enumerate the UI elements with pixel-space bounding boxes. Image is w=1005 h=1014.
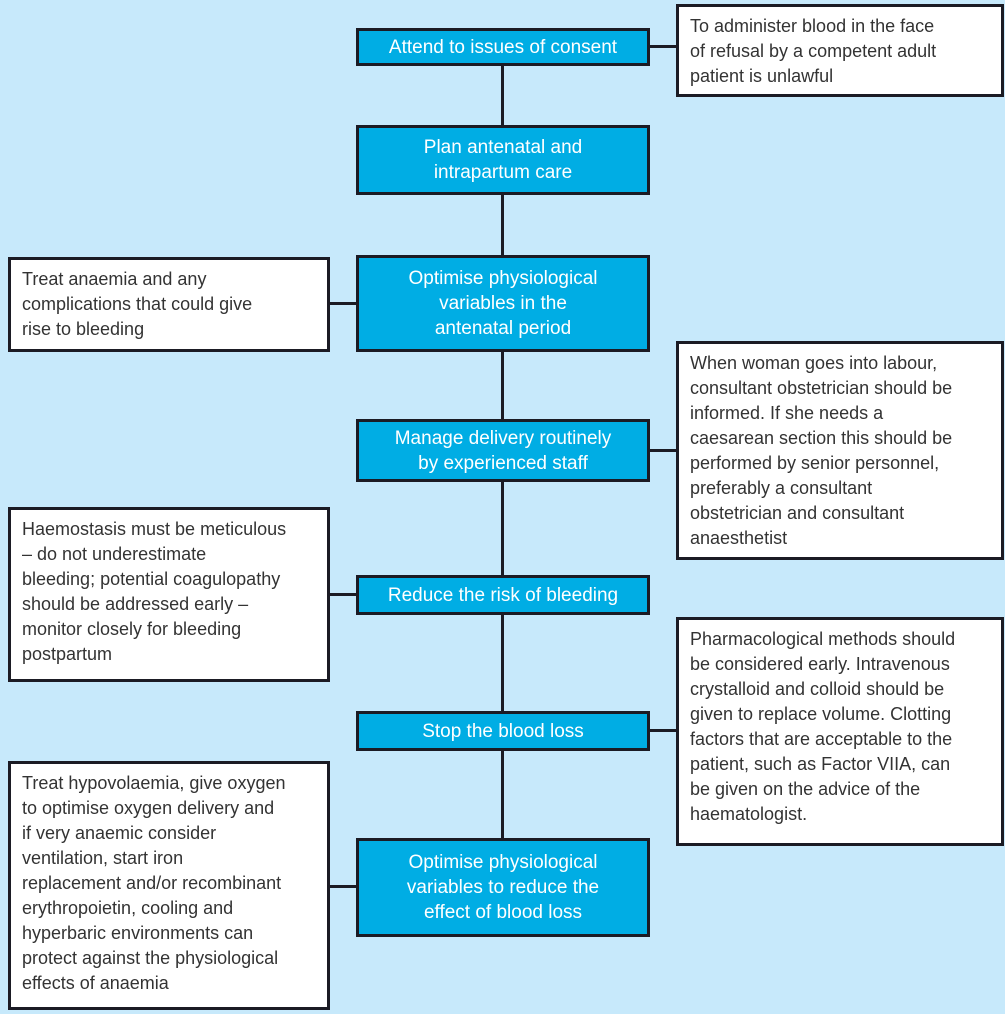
note-consent-unlawful: To administer blood in the face of refus… [676, 4, 1004, 97]
connector-stop-loss-to-right-note [646, 729, 680, 732]
flow-node-reduce-bleeding-risk: Reduce the risk of bleeding [356, 575, 650, 615]
note-treat-anaemia: Treat anaemia and any complications that… [8, 257, 330, 352]
note-treat-hypovolaemia: Treat hypovolaemia, give oxygen to optim… [8, 761, 330, 1010]
flow-node-plan-care: Plan antenatal and intrapartum care [356, 125, 650, 195]
note-haemostasis: Haemostasis must be meticulous – do not … [8, 507, 330, 682]
connector-left-note-to-optimise-antenatal [326, 302, 360, 305]
connector-left-note-to-reduce-risk [326, 593, 360, 596]
connector-manage-delivery-to-right-note [646, 449, 680, 452]
connector-consent-to-right-note [646, 45, 680, 48]
flow-node-manage-delivery: Manage delivery routinely by experienced… [356, 419, 650, 482]
flow-node-optimise-blood-loss: Optimise physiological variables to redu… [356, 838, 650, 937]
note-pharmacological: Pharmacological methods should be consid… [676, 617, 1004, 846]
flow-node-attend-consent: Attend to issues of consent [356, 28, 650, 66]
note-labour-consultant: When woman goes into labour, consultant … [676, 341, 1004, 560]
connector-left-note-to-optimise-loss [326, 885, 360, 888]
flow-node-optimise-antenatal: Optimise physiological variables in the … [356, 255, 650, 352]
flow-node-stop-blood-loss: Stop the blood loss [356, 711, 650, 751]
